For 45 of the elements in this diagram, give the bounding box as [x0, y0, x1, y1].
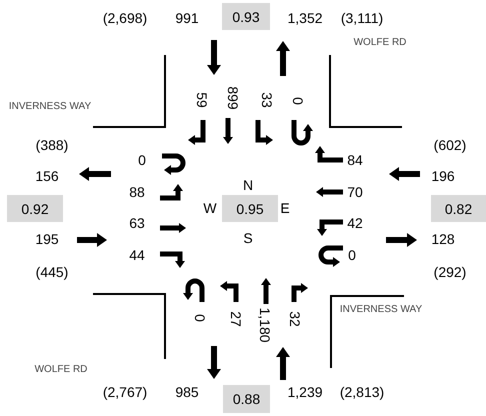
- compass-letter: N: [242, 177, 254, 193]
- factor-box: 0.92: [7, 195, 63, 222]
- volume-label: 84: [347, 152, 363, 168]
- volume-label: 27: [228, 311, 244, 327]
- compass-letter: S: [243, 230, 253, 246]
- factor-box: 0.93: [222, 3, 270, 30]
- volume-label: 156: [35, 168, 59, 184]
- volume-label: 196: [431, 168, 455, 184]
- volume-label: 0: [290, 97, 306, 105]
- volume-label: (292): [434, 264, 466, 280]
- volume-label: 195: [35, 231, 59, 247]
- volume-label: 42: [347, 215, 363, 231]
- volume-label: 1,239: [287, 384, 323, 400]
- volume-label: (2,813): [340, 384, 384, 400]
- volume-label: (602): [434, 137, 466, 153]
- volume-label: 70: [347, 184, 363, 200]
- street-name: WOLFE RD: [34, 364, 88, 376]
- volume-label: 32: [287, 311, 303, 327]
- volume-label: 88: [129, 184, 145, 200]
- volume-label: (445): [36, 264, 68, 280]
- volume-label: 63: [129, 215, 145, 231]
- street-name: WOLFE RD: [354, 37, 406, 49]
- volume-label: 0: [192, 314, 208, 322]
- volume-label: (2,767): [102, 384, 148, 400]
- volume-label: 128: [431, 231, 455, 247]
- factor-box: 0.82: [431, 195, 486, 222]
- compass-letter: E: [280, 200, 290, 216]
- compass-letter: W: [203, 200, 217, 216]
- volume-label: 44: [129, 247, 145, 263]
- volume-label: 1,180: [257, 307, 273, 343]
- volume-label: (2,698): [102, 10, 148, 26]
- volume-label: 59: [194, 92, 210, 108]
- factor-box: 0.95: [222, 195, 278, 222]
- volume-label: 33: [259, 92, 275, 108]
- volume-label: 1,352: [287, 10, 323, 26]
- factor-box: 0.88: [223, 385, 270, 413]
- volume-label: 0: [138, 152, 146, 168]
- volume-label: 985: [175, 384, 199, 400]
- volume-label: (388): [36, 137, 68, 153]
- street-name: INVERNESS WAY: [8, 101, 92, 113]
- street-name: INVERNESS WAY: [340, 304, 422, 316]
- volume-label: (3,111): [340, 10, 384, 26]
- volume-label: 991: [175, 10, 199, 26]
- volume-label: 899: [225, 86, 241, 110]
- volume-label: 0: [348, 247, 356, 263]
